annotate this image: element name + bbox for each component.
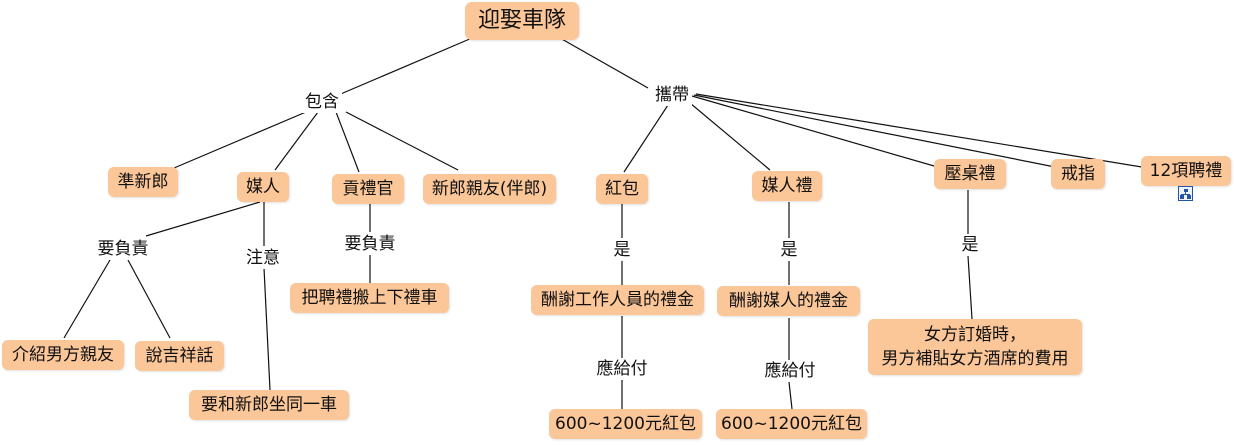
label-red-envelope-should-pay: 應給付 [592, 358, 652, 380]
node-matchmaker[interactable]: 媒人 [237, 172, 289, 202]
branch-label-carry: 攜帶 [652, 84, 692, 106]
node-ring[interactable]: 戒指 [1051, 159, 1105, 189]
node-twelve-gifts[interactable]: 12項聘禮 [1141, 156, 1231, 186]
node-thanks-matchmaker[interactable]: 酬謝媒人的禮金 [717, 286, 860, 316]
node-gift-officer[interactable]: 貢禮官 [332, 174, 404, 204]
node-table-gift[interactable]: 壓桌禮 [934, 159, 1006, 189]
node-red-envelope-amount[interactable]: 600~1200元紅包 [549, 409, 702, 439]
table-gift-desc-line1: 女方訂婚時， [924, 325, 1026, 345]
node-move-gifts[interactable]: 把聘禮搬上下禮車 [290, 283, 449, 313]
node-introduce-relatives[interactable]: 介紹男方親友 [2, 340, 124, 370]
node-say-blessings[interactable]: 說吉祥話 [135, 341, 224, 371]
node-groom-friends[interactable]: 新郎親友(伴郎) [423, 174, 556, 204]
node-thanks-staff[interactable]: 酬謝工作人員的禮金 [531, 285, 704, 315]
label-matchmaker-attention: 注意 [243, 247, 283, 269]
hierarchy-icon[interactable] [1178, 186, 1193, 201]
node-matchmaker-gift-amount[interactable]: 600~1200元紅包 [716, 409, 867, 439]
node-red-envelope[interactable]: 紅包 [596, 174, 648, 204]
label-table-gift-is: 是 [958, 234, 982, 256]
label-matchmaker-gift-is: 是 [777, 239, 801, 261]
branch-label-include: 包含 [302, 91, 342, 113]
label-red-envelope-is: 是 [610, 239, 634, 261]
node-same-car[interactable]: 要和新郎坐同一車 [189, 390, 349, 420]
node-table-gift-description[interactable]: 女方訂婚時， 男方補貼女方酒席的費用 [868, 319, 1082, 375]
table-gift-desc-line2: 男方補貼女方酒席的費用 [881, 349, 1069, 369]
root-node[interactable]: 迎娶車隊 [465, 2, 579, 40]
node-matchmaker-gift[interactable]: 媒人禮 [752, 171, 822, 201]
label-matchmaker-responsible: 要負責 [93, 238, 153, 260]
node-groom[interactable]: 準新郎 [108, 167, 178, 197]
label-matchmaker-gift-should-pay: 應給付 [759, 360, 821, 382]
label-gift-officer-responsible: 要負責 [339, 233, 401, 255]
